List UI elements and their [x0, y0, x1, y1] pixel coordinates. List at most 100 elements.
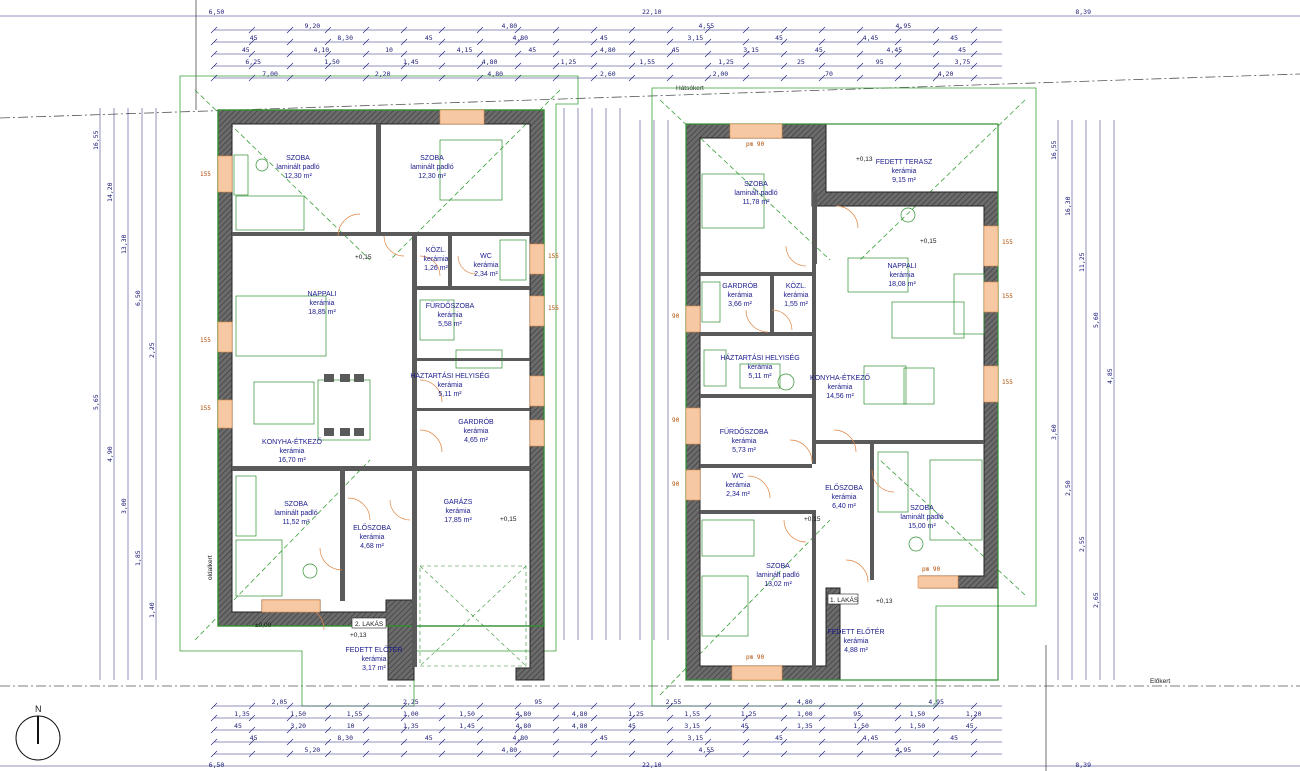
dim-tick: [514, 26, 522, 34]
left-dim-4: 2,25: [148, 342, 156, 358]
dim-tick: [856, 38, 864, 46]
top-dim-r6-0: 7,00: [262, 70, 278, 78]
dim-tick: [248, 74, 256, 82]
dim-tick: [476, 726, 484, 734]
dim-tick: [628, 62, 636, 70]
a-room-9-floor: laminált padló: [274, 510, 317, 517]
dim-tick: [210, 750, 218, 758]
bottom-dim-r3-7: 45: [628, 722, 636, 730]
bottom-dim-r5-1: 4,80: [502, 746, 518, 754]
dim-tick: [514, 38, 522, 46]
dim-tick: [400, 726, 408, 734]
dim-tick: [324, 702, 332, 710]
top-dim-r4-4: 45: [528, 46, 536, 54]
dim-tick: [400, 26, 408, 34]
dim-tick: [514, 702, 522, 710]
dim-tick: [628, 26, 636, 34]
top-dim-r3-4: 45: [600, 34, 608, 42]
a-room-2-floor: kerámia: [424, 256, 449, 263]
b-room-12-name: FEDETT ELŐTÉR: [827, 627, 884, 636]
unit-label-b: 1. LAKÁS: [830, 595, 859, 604]
b-room-4-name: KÖZL.: [786, 282, 806, 290]
bottom-dim-r2-13: 1,20: [966, 710, 982, 718]
dim-tick: [248, 738, 256, 746]
top-dim-r1-0: 6,50: [209, 8, 225, 16]
a-room-12-area: 3,17 m²: [362, 665, 386, 672]
svg-text:pm 90: pm 90: [922, 566, 940, 573]
dim-tick: [590, 714, 598, 722]
dim-tick: [704, 738, 712, 746]
bottom-dim-r3-2: 10: [347, 722, 355, 730]
b-room-10-floor: laminált padló: [900, 514, 943, 521]
a-room-5-floor: kerámia: [438, 312, 463, 319]
bottom-dim-r3-13: 45: [966, 722, 974, 730]
dim-tick: [552, 738, 560, 746]
dim-tick: [856, 726, 864, 734]
b-room-1-area: 9,15 m²: [892, 177, 916, 184]
a-room-3-area: 2,34 m²: [474, 271, 498, 278]
bottom-dim-r4-3: 4,80: [512, 734, 528, 742]
dim-tick: [476, 38, 484, 46]
svg-text:pm 90: pm 90: [746, 141, 764, 148]
a-room-8-name: KONYHA-ÉTKEZŐ: [262, 437, 322, 446]
bottom-dim-r3-9: 45: [741, 722, 749, 730]
dim-tick: [324, 750, 332, 758]
left-dim-3: 6,50: [134, 290, 142, 306]
a-room-3-floor: kerámia: [474, 262, 499, 269]
bottom-dim-r6-0: 6,50: [209, 761, 225, 769]
level-b-0: +0,13: [856, 156, 873, 163]
bottom-dim-r3-3: 1,35: [403, 722, 419, 730]
dim-tick: [894, 38, 902, 46]
dim-tick: [894, 62, 902, 70]
svg-text:90: 90: [672, 417, 680, 424]
level-b-2: +0,15: [804, 516, 821, 523]
top-dim-r2-1: 4,80: [502, 22, 518, 30]
dim-tick: [780, 26, 788, 34]
b-room-1-name: FEDETT TERASZ: [876, 159, 933, 166]
left-dim-9: 1,40: [148, 602, 156, 618]
dim-tick: [856, 738, 864, 746]
top-dim-r5-5: 1,55: [639, 58, 655, 66]
a-room-0-floor: laminált padló: [276, 164, 319, 171]
dim-tick: [286, 702, 294, 710]
a-room-3-name: WC: [480, 253, 492, 260]
dim-tick: [894, 702, 902, 710]
a-room-4-name: NAPPALI: [307, 291, 336, 298]
top-dim-r4-6: 45: [672, 46, 680, 54]
bottom-dim-r4-4: 45: [600, 734, 608, 742]
a-room-10-area: 4,68 m²: [360, 543, 384, 550]
top-dim-r1-2: 8,39: [1075, 8, 1091, 16]
a-room-12-name: FEDETT ELŐTÉR: [345, 645, 402, 654]
dim-tick: [438, 26, 446, 34]
dim-tick: [552, 726, 560, 734]
dim-tick: [742, 74, 750, 82]
dim-tick: [210, 50, 218, 58]
top-dim-r3-8: 45: [950, 34, 958, 42]
b-room-9-floor: kerámia: [832, 494, 857, 501]
dim-tick: [742, 750, 750, 758]
a-room-0-area: 12,30 m²: [284, 173, 312, 180]
level-a-0: ±0,00: [255, 622, 272, 629]
dim-tick: [286, 750, 294, 758]
svg-text:90: 90: [672, 481, 680, 488]
dim-tick: [894, 26, 902, 34]
dim-tick: [248, 702, 256, 710]
bottom-dim-r4-8: 45: [950, 734, 958, 742]
top-dim-r3-5: 3,15: [688, 34, 704, 42]
dim-tick: [210, 38, 218, 46]
dim-tick: [628, 74, 636, 82]
dim-tick: [856, 74, 864, 82]
dim-tick: [666, 62, 674, 70]
a-room-8-floor: kerámia: [280, 448, 305, 455]
a-room-6-area: 5,11 m²: [438, 391, 462, 398]
dim-tick: [324, 26, 332, 34]
dim-tick: [704, 702, 712, 710]
top-dim-r4-1: 4,10: [313, 46, 329, 54]
dim-tick: [400, 62, 408, 70]
bottom-dim-r2-3: 1,00: [403, 710, 419, 718]
dim-tick: [628, 50, 636, 58]
top-dim-r2-3: 4,95: [896, 22, 912, 30]
bottom-dim-r1-1: 2,25: [403, 698, 419, 706]
b-room-8-floor: kerámia: [726, 482, 751, 489]
level-a-3: +0,15: [500, 516, 517, 523]
